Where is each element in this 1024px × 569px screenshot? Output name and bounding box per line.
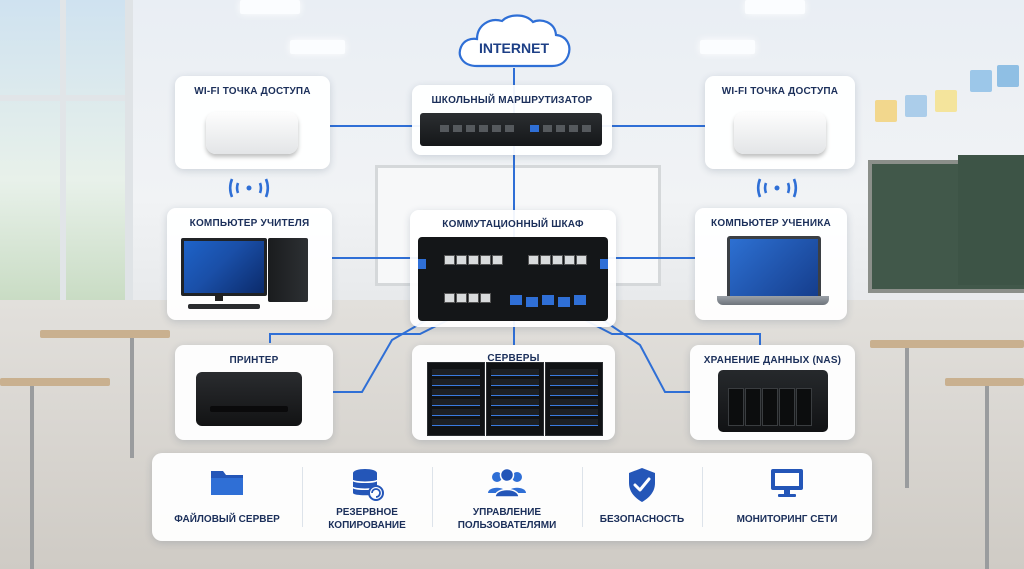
student-laptop-device [727,236,821,300]
wifi-signal-icon [757,178,797,198]
switch-cabinet-title: КОММУТАЦИОННЫЙ ШКАФ [442,219,584,230]
ceiling-light [240,0,300,14]
link-cabinet-nas-2 [584,319,761,345]
desk [870,340,1024,348]
users-icon [488,467,526,498]
feature-label: МОНИТОРИНГ СЕТИ [736,514,838,525]
server-unit [486,362,544,436]
wifi-right-title: WI-FI ТОЧКА ДОСТУПА [721,86,839,97]
access-point-left-device [206,112,298,154]
desk [945,378,1024,386]
printer-title: ПРИНТЕР [229,355,279,366]
feature-security: БЕЗОПАСНОСТЬ [582,453,702,541]
monitor-icon [771,469,803,497]
teacher-tower-device [268,238,308,302]
features-bar: ФАЙЛОВЫЙ СЕРВЕР РЕЗЕРВНОЕ КОПИРОВАНИЕ УП… [152,453,872,541]
chalkboard-panel [958,155,1024,285]
feature-network-monitoring: МОНИТОРИНГ СЕТИ [702,453,872,541]
access-point-right-device [734,112,826,154]
window [0,0,133,300]
ceiling-light [745,0,805,14]
switch-rack-device [418,237,608,321]
student-pc-title: КОМПЬЮТЕР УЧЕНИКА [711,218,831,229]
feature-label: ФАЙЛОВЫЙ СЕРВЕР [174,514,280,525]
teacher-monitor-device [181,238,267,296]
router-title: ШКОЛЬНЫЙ МАРШРУТИЗАТОР [431,95,593,106]
feature-backup: РЕЗЕРВНОЕ КОПИРОВАНИЕ [302,453,432,541]
link-cabinet-nas [599,317,690,393]
feature-label: УПРАВЛЕНИЕ [472,507,542,518]
laptop-base [717,296,829,305]
feature-label: РЕЗЕРВНОЕ [336,507,398,518]
desk [40,330,170,338]
wifi-signal-icon [229,178,269,198]
router-device [420,113,602,146]
server-unit [427,362,485,436]
teacher-pc-title: КОМПЬЮТЕР УЧИТЕЛЯ [189,218,310,229]
feature-label: ПОЛЬЗОВАТЕЛЯМИ [457,520,557,531]
link-cabinet-printer-2 [269,319,449,343]
ceiling-light [700,40,755,54]
feature-file-server: ФАЙЛОВЫЙ СЕРВЕР [152,453,302,541]
feature-label: КОПИРОВАНИЕ [328,520,406,531]
feature-label: БЕЗОПАСНОСТЬ [599,514,685,525]
nas-device [718,370,828,432]
printer-device [196,372,302,426]
internet-cloud-icon [458,14,571,68]
keyboard [188,304,260,309]
internet-label: INTERNET [479,40,549,56]
wall-posters [875,55,1024,125]
ceiling-light [290,40,345,54]
servers-title: СЕРВЕРЫ [487,353,540,364]
server-unit [545,362,603,436]
feature-user-management: УПРАВЛЕНИЕ ПОЛЬЗОВАТЕЛЯМИ [432,453,582,541]
database-icon [352,469,384,501]
link-cabinet-printer [333,317,431,393]
nas-title: ХРАНЕНИЕ ДАННЫХ (NAS) [703,355,842,366]
shield-check-icon [629,468,655,502]
wifi-left-title: WI-FI ТОЧКА ДОСТУПА [194,86,311,97]
desk [0,378,110,386]
folder-icon [211,471,243,495]
